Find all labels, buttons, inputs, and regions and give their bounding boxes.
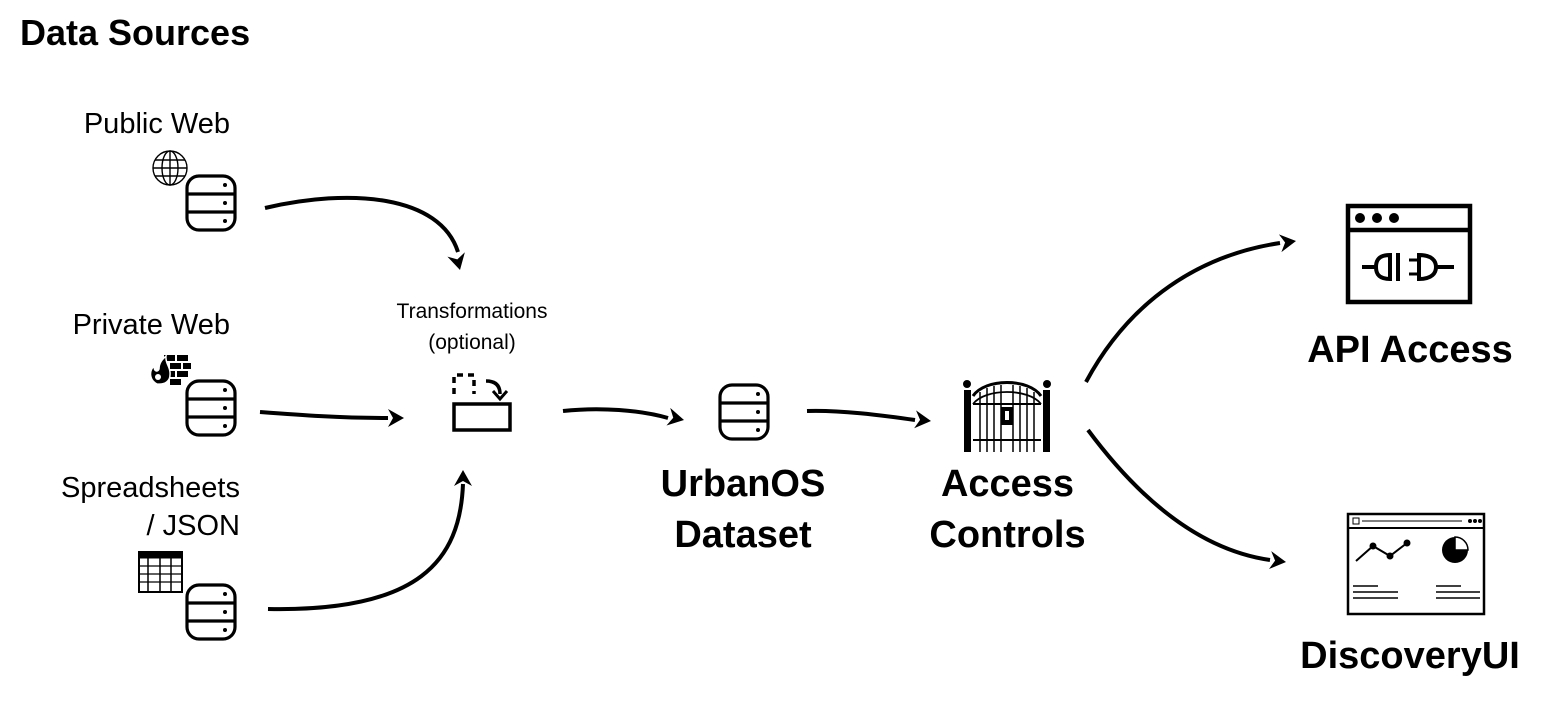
public-web-database-icon — [185, 174, 237, 232]
source-label-spreadsheets: Spreadsheets / JSON — [61, 469, 240, 545]
arrow-dataset-to-access-controls — [806, 408, 916, 422]
gate-icon — [963, 380, 1051, 452]
urbanos-dataset-database-icon — [718, 383, 770, 441]
arrowhead-api — [1278, 232, 1298, 253]
source-label-spreadsheets-line2: / JSON — [146, 510, 240, 542]
dataset-label-line1: UrbanOS — [660, 463, 826, 505]
api-plug-icon — [1345, 203, 1473, 305]
dataset-label-line2: Dataset — [674, 514, 812, 556]
arrowhead-private-web — [388, 409, 404, 427]
arrow-transform-to-dataset — [562, 407, 669, 420]
arrowhead-public-web — [447, 252, 469, 273]
source-label-spreadsheets-line1: Spreadsheets — [61, 472, 240, 504]
api-access-label: API Access — [1307, 329, 1513, 371]
discovery-ui-label: DiscoveryUI — [1300, 635, 1520, 677]
private-web-database-icon — [185, 379, 237, 437]
arrow-private-web-to-transform — [259, 410, 389, 420]
arrow-access-controls-to-api — [1084, 241, 1281, 383]
source-label-private-web: Private Web — [72, 309, 230, 341]
firewall-icon — [149, 353, 191, 385]
arrow-public-web-to-transform — [264, 195, 460, 253]
access-controls-label-line1: Access — [940, 463, 1075, 505]
diagram-title: Data Sources — [20, 12, 251, 53]
dashboard-icon — [1346, 512, 1486, 616]
dataset-label: UrbanOS Dataset — [628, 459, 858, 561]
globe-icon — [152, 150, 188, 186]
transform-label-line2: (optional) — [428, 331, 516, 354]
arrowhead-access-controls — [914, 410, 932, 430]
arrowhead-spreadsheets — [454, 470, 472, 486]
access-controls-label: Access Controls — [900, 459, 1115, 561]
arrow-access-controls-to-discovery — [1086, 428, 1271, 562]
transform-icon — [452, 373, 512, 432]
transform-label: Transformations (optional) — [372, 296, 572, 358]
access-controls-label-line2: Controls — [929, 514, 1086, 556]
spreadsheet-icon — [138, 551, 183, 593]
spreadsheet-database-icon — [185, 583, 237, 641]
arrow-spreadsheets-to-transform — [267, 483, 465, 612]
transform-label-line1: Transformations — [396, 300, 548, 323]
arrowhead-dataset — [666, 407, 686, 429]
arrowhead-discovery — [1269, 551, 1288, 571]
source-label-public-web: Public Web — [83, 108, 230, 140]
